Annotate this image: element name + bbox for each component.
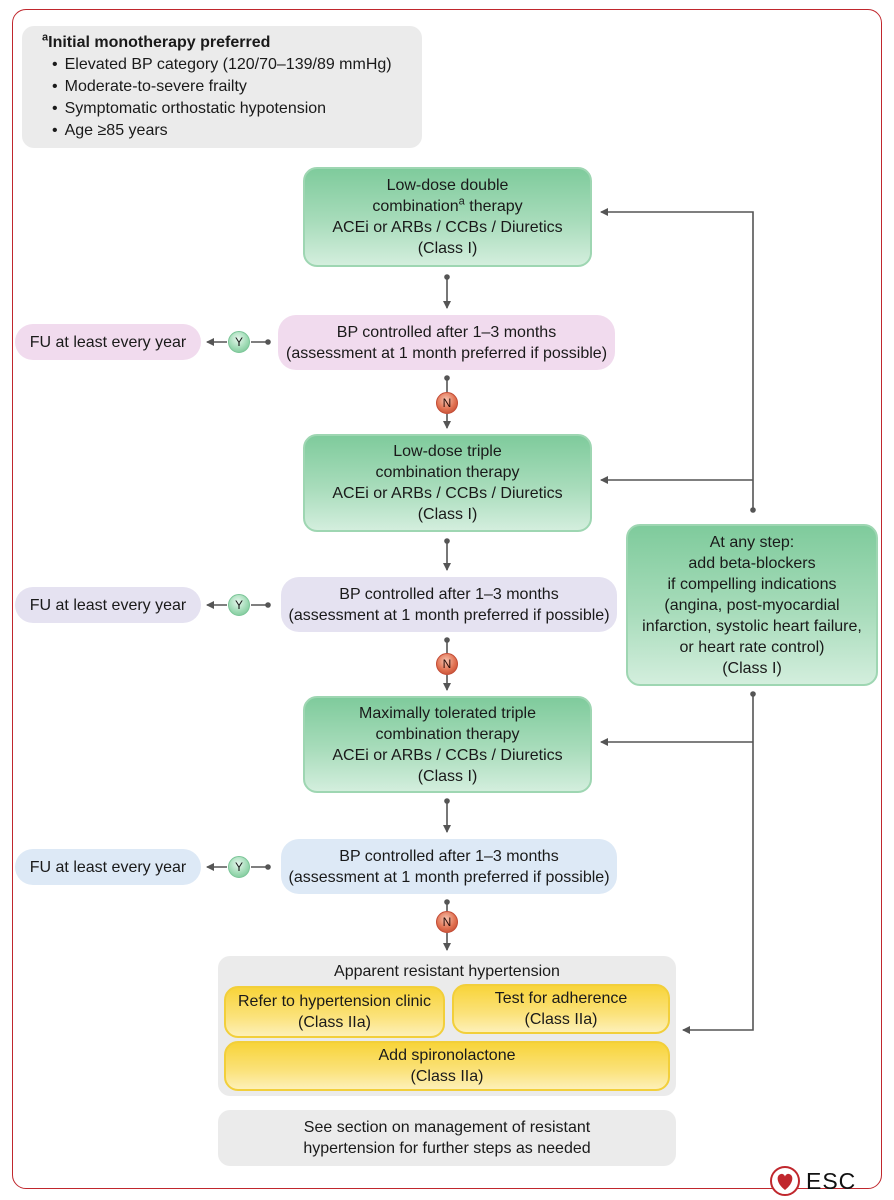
bp-check-3: BP controlled after 1–3 months (assessme… [281, 839, 617, 894]
adherence-line1: Test for adherence [494, 990, 628, 1007]
bp-check-2-line2: (assessment at 1 month preferred if poss… [288, 606, 610, 624]
step3-max-triple-combination: Maximally tolerated triple combination t… [303, 696, 592, 793]
step3-line1: Maximally tolerated triple [359, 704, 536, 722]
see-section-line2: hypertension for further steps as needed [303, 1140, 591, 1157]
see-section-line1: See section on management of resistant [303, 1119, 591, 1136]
beta-line: At any step: [709, 533, 795, 551]
adherence-line2: (Class IIa) [524, 1011, 598, 1028]
step3-line3: ACEi or ARBs / CCBs / Diuretics [332, 746, 563, 764]
refer-clinic-box: Refer to hypertension clinic (Class IIa) [224, 986, 445, 1038]
note-heading: aInitial monotherapy preferred [42, 31, 271, 51]
yes-badge-2: Y [228, 594, 250, 616]
bp-check-2-line1: BP controlled after 1–3 months [339, 585, 559, 603]
note-item: Symptomatic orthostatic hypotension [52, 98, 422, 120]
followup-1-label: FU at least every year [29, 333, 187, 351]
followup-2-label: FU at least every year [29, 596, 187, 614]
esc-logo-text: ESC [806, 1167, 857, 1194]
step2-line4: (Class I) [417, 506, 478, 523]
refer-line1: Refer to hypertension clinic [238, 993, 431, 1010]
spiro-line2: (Class IIa) [410, 1068, 484, 1085]
yes-badge-3: Y [228, 856, 250, 878]
step3-line4: (Class I) [417, 767, 478, 785]
step2-triple-combination: Low-dose triple combination therapy ACEi… [303, 434, 592, 532]
note-list: Elevated BP category (120/70–139/89 mmHg… [44, 54, 422, 142]
step3-line2: combination therapy [375, 725, 520, 743]
step1-line3: ACEi or ARBs / CCBs / Diuretics [332, 219, 563, 236]
followup-2: FU at least every year [15, 587, 201, 623]
bp-check-2: BP controlled after 1–3 months (assessme… [281, 577, 617, 632]
bp-check-1-line2: (assessment at 1 month preferred if poss… [285, 344, 608, 362]
step2-line2: combination therapy [375, 464, 520, 481]
yes-badge-1: Y [228, 331, 250, 353]
followup-3: FU at least every year [15, 849, 201, 885]
note-item: Moderate-to-severe frailty [52, 76, 422, 98]
step1-double-combination: Low-dose double combinationa therapy ACE… [303, 167, 592, 267]
beta-line: (angina, post-myocardial [664, 596, 840, 614]
beta-line: if compelling indications [667, 575, 837, 593]
no-badge-3: N [436, 911, 458, 933]
beta-line: add beta-blockers [688, 554, 816, 572]
bp-check-3-line1: BP controlled after 1–3 months [339, 847, 559, 865]
spironolactone-box: Add spironolactone (Class IIa) [224, 1041, 670, 1091]
spiro-line1: Add spironolactone [378, 1047, 516, 1064]
step1-line2: combinationa therapy [372, 195, 523, 215]
outer-frame [12, 9, 882, 1189]
bp-check-3-line2: (assessment at 1 month preferred if poss… [288, 868, 610, 886]
note-item: Age ≥85 years [52, 120, 422, 142]
monotherapy-note: aInitial monotherapy preferred Elevated … [22, 26, 422, 148]
step1-line1: Low-dose double [386, 177, 509, 194]
note-item: Elevated BP category (120/70–139/89 mmHg… [52, 54, 422, 76]
beta-line: (Class I) [722, 659, 782, 677]
resistant-title-text: Apparent resistant hypertension [334, 962, 560, 980]
followup-1: FU at least every year [15, 324, 201, 360]
step1-line4: (Class I) [417, 240, 478, 257]
no-badge-2: N [436, 653, 458, 675]
step2-line3: ACEi or ARBs / CCBs / Diuretics [332, 485, 563, 502]
beta-line: or heart rate control) [679, 638, 825, 656]
heart-logo-icon [770, 1166, 800, 1196]
followup-3-label: FU at least every year [29, 858, 187, 876]
beta-line: infarction, systolic heart failure, [642, 617, 862, 635]
no-badge-1: N [436, 392, 458, 414]
bp-check-1-line1: BP controlled after 1–3 months [336, 323, 557, 341]
resistant-title: Apparent resistant hypertension [218, 960, 676, 982]
adherence-box: Test for adherence (Class IIa) [452, 984, 670, 1034]
esc-logo: ESC [770, 1165, 880, 1197]
step2-line1: Low-dose triple [393, 443, 502, 460]
see-section-box: See section on management of resistant h… [218, 1110, 676, 1166]
refer-line2: (Class IIa) [298, 1014, 371, 1031]
bp-check-1: BP controlled after 1–3 months (assessme… [278, 315, 615, 370]
beta-blockers-box: At any step: add beta-blockers if compel… [626, 524, 878, 686]
